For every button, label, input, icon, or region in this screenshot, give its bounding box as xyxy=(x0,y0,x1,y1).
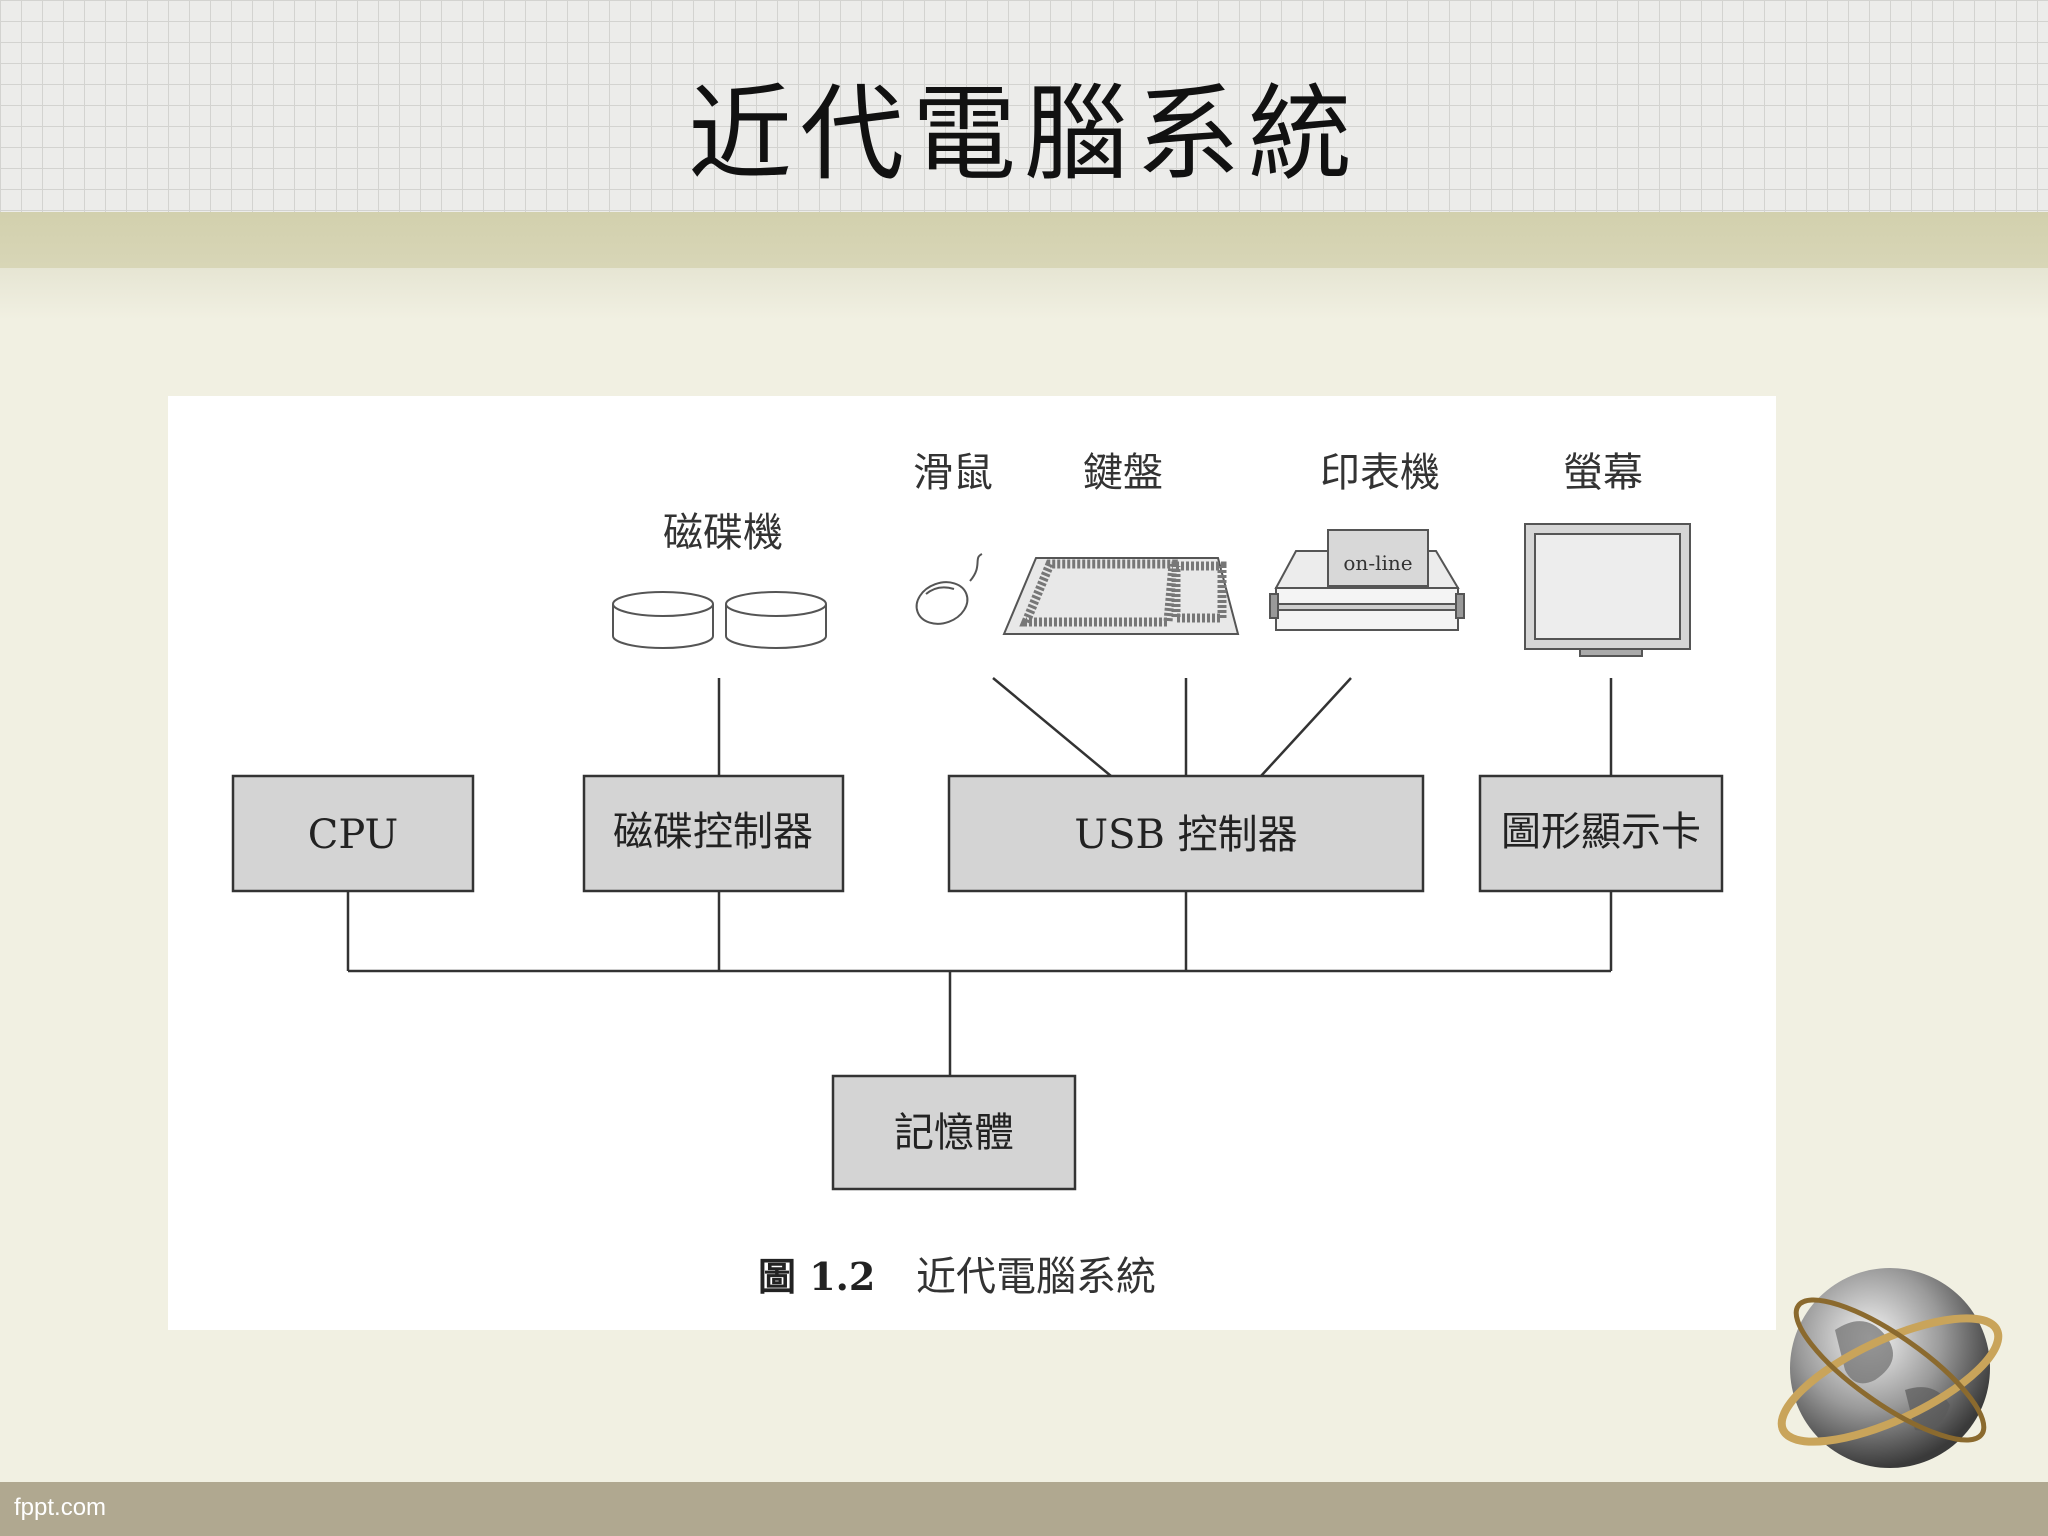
monitor-icon xyxy=(1524,523,1691,657)
cpu-box: CPU xyxy=(231,774,475,893)
keyboard-icon xyxy=(1002,557,1240,635)
figure-panel: CPU 磁碟控制器 USB 控制器 圖形顯示卡 記憶體 磁碟機 滑鼠 鍵盤 印表… xyxy=(168,396,1776,1330)
slide-title: 近代電腦系統 xyxy=(687,73,1360,195)
disks-label: 磁碟機 xyxy=(663,510,783,556)
disk-drive-icon xyxy=(612,591,827,649)
printer-icon: on-line xyxy=(1269,529,1465,631)
memory-label: 記憶體 xyxy=(894,1110,1014,1156)
memory-box: 記憶體 xyxy=(831,1074,1077,1191)
usb-controller-label: USB 控制器 xyxy=(1074,812,1297,858)
header-accent-band xyxy=(0,212,2048,268)
printer-label: 印表機 xyxy=(1320,450,1440,496)
monitor-label: 螢幕 xyxy=(1563,450,1643,496)
figure-caption-number: 圖 1.2 xyxy=(758,1254,875,1299)
header-grid-band xyxy=(0,0,2048,212)
mouse-usb-link xyxy=(992,677,1112,777)
disk-controller-label: 磁碟控制器 xyxy=(613,809,813,855)
cpu-label: CPU xyxy=(308,812,399,858)
disk-controller-box: 磁碟控制器 xyxy=(582,774,845,893)
usb-controller-box: USB 控制器 xyxy=(947,774,1425,893)
graphics-adapter-label: 圖形顯示卡 xyxy=(1501,809,1701,855)
printer-usb-link xyxy=(1260,677,1352,777)
mouse-icon xyxy=(915,553,983,625)
globe-icon xyxy=(1777,1268,2003,1468)
footer-bar xyxy=(0,1482,2048,1536)
mouse-label: 滑鼠 xyxy=(913,450,993,496)
footer-watermark: fppt.com xyxy=(14,1494,107,1521)
keyboard-label: 鍵盤 xyxy=(1083,450,1163,496)
computer-system-diagram: CPU 磁碟控制器 USB 控制器 圖形顯示卡 記憶體 磁碟機 滑鼠 鍵盤 印表… xyxy=(231,450,1724,1300)
graphics-adapter-box: 圖形顯示卡 xyxy=(1478,774,1724,893)
printer-status-label: on-line xyxy=(1343,551,1412,575)
connection-lines xyxy=(346,677,1613,1076)
header-fade-band xyxy=(0,268,2048,320)
figure-caption-title: 近代電腦系統 xyxy=(916,1254,1156,1300)
